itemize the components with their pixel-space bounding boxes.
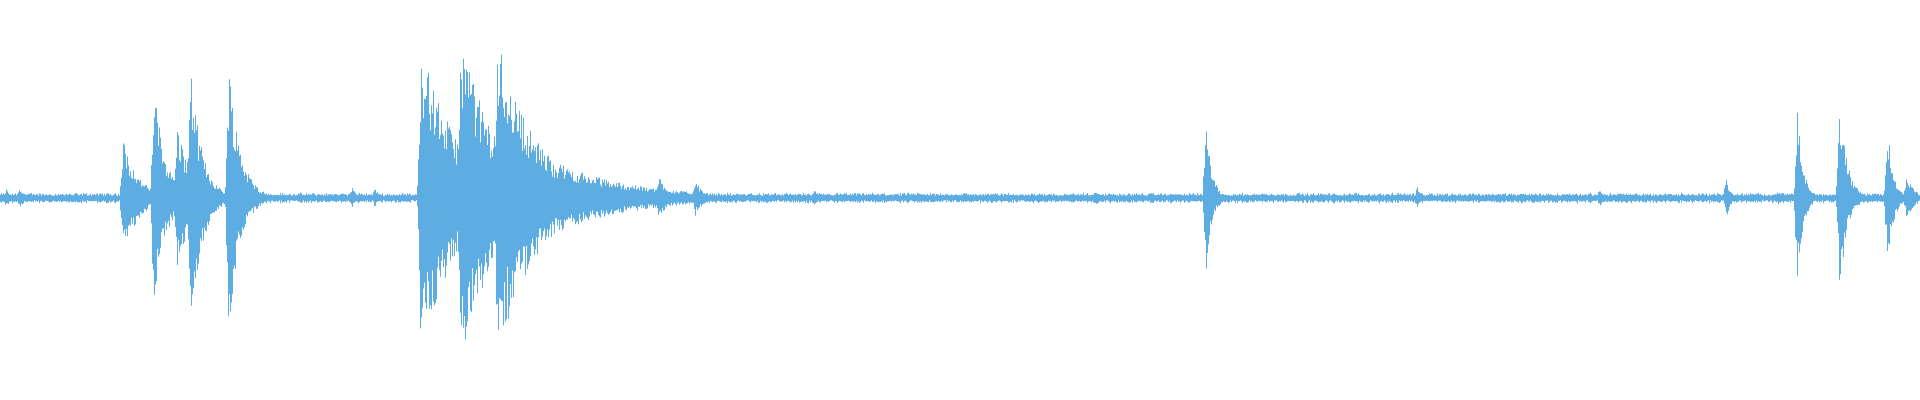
waveform-path — [0, 54, 1920, 340]
waveform-samples — [0, 54, 1920, 340]
